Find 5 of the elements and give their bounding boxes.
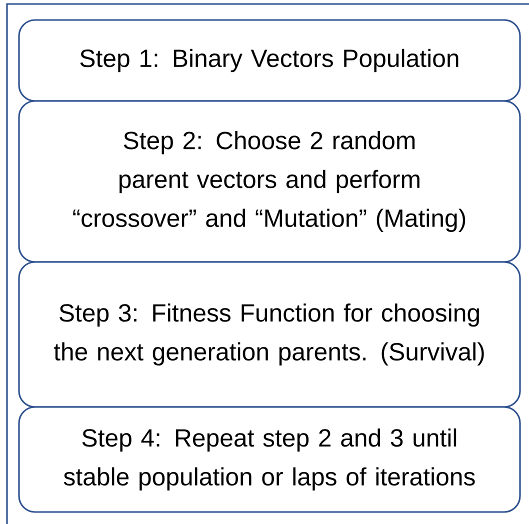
step-box: Step 2: Choose 2 random parent vectors and perform “crossover” and “Mutation” (Mating)	[18, 100, 521, 263]
frame-box	[6, 3, 529, 524]
step-box: Step 4: Repeat step 2 and 3 until stable population or laps of iterations	[18, 406, 521, 513]
step-box: Step 1: Binary Vectors Population	[18, 19, 521, 102]
step-box: Step 3: Fitness Function for choosing the next generation parents. (Survival)	[18, 261, 521, 408]
